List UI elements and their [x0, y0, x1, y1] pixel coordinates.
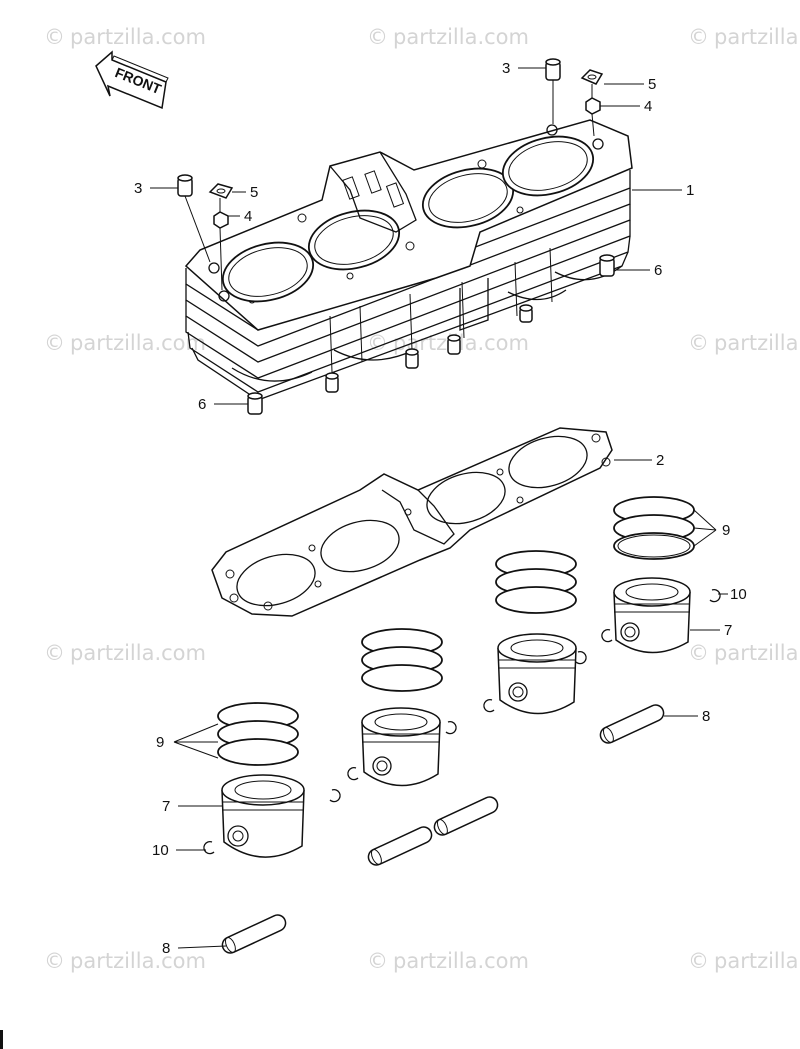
svg-text:©: ©	[367, 949, 388, 973]
front-arrow-icon: FRONT	[95, 50, 169, 110]
svg-text:partzilla.com: partzilla.com	[70, 331, 206, 355]
svg-text:partzilla.com: partzilla.com	[714, 949, 800, 973]
callout-5-top: 5	[648, 76, 656, 93]
callout-4-left: 4	[244, 208, 252, 225]
callout-8-left: 8	[162, 940, 170, 957]
dowel-pin	[325, 372, 339, 393]
piston-pin	[221, 914, 287, 954]
callout-10-left: 10	[152, 842, 169, 859]
callout-labels: 3 5 4 1 3 5 4 6 6 2 9 10 7 8 9 7 10 8	[134, 60, 747, 957]
callout-10-right: 10	[730, 586, 747, 603]
svg-text:partzilla.com: partzilla.com	[70, 641, 206, 665]
svg-text:partzilla.com: partzilla.com	[714, 641, 800, 665]
dowel-pin	[247, 392, 263, 415]
callout-9-left: 9	[156, 734, 164, 751]
callout-3-top: 3	[502, 60, 510, 77]
svg-text:©: ©	[688, 25, 709, 49]
watermark-low-right: ©partzilla.com	[688, 641, 800, 665]
dowel-pins	[247, 254, 615, 415]
watermark-top-center: ©partzilla.com	[367, 25, 529, 49]
callout-7-right: 7	[724, 622, 732, 639]
svg-text:partzilla.com: partzilla.com	[393, 949, 529, 973]
piston-pin	[433, 796, 499, 836]
cylinder-gasket	[211, 427, 613, 617]
circlips	[203, 588, 721, 855]
callout-4-top: 4	[644, 98, 652, 115]
watermark-mid-right: ©partzilla.com	[688, 331, 800, 355]
svg-text:©: ©	[688, 949, 709, 973]
callout-8-right: 8	[702, 708, 710, 725]
callout-2: 2	[656, 452, 664, 469]
dowel-pin	[447, 334, 461, 355]
svg-text:©: ©	[44, 331, 65, 355]
svg-text:©: ©	[44, 25, 65, 49]
piston-ring-set-left	[217, 702, 299, 766]
svg-text:©: ©	[688, 641, 709, 665]
svg-text:©: ©	[44, 641, 65, 665]
cooling-fins	[185, 170, 631, 401]
cylinder-block	[184, 119, 633, 401]
piston-pins	[221, 704, 665, 954]
watermark-layer: ©partzilla.com ©partzilla.com ©partzilla…	[44, 25, 800, 973]
piston-pin	[367, 826, 433, 866]
dowel-pin	[405, 348, 419, 369]
piston-ring-set-right	[613, 496, 695, 560]
callout-7-left: 7	[162, 798, 170, 815]
callout-9-right: 9	[722, 522, 730, 539]
watermark-bottom-right: ©partzilla.com	[688, 949, 800, 973]
callout-5-left: 5	[250, 184, 258, 201]
watermark-mid-left: ©partzilla.com	[44, 331, 206, 355]
svg-text:partzilla.com: partzilla.com	[714, 25, 800, 49]
svg-text:partzilla.com: partzilla.com	[70, 25, 206, 49]
watermark-low-left: ©partzilla.com	[44, 641, 206, 665]
callout-6-left: 6	[198, 396, 206, 413]
svg-text:partzilla.com: partzilla.com	[393, 25, 529, 49]
callout-1: 1	[686, 182, 694, 199]
piston-right	[613, 577, 691, 654]
piston-pin	[599, 704, 665, 744]
piston-ring-set-center-right	[495, 550, 577, 614]
svg-text:partzilla.com: partzilla.com	[70, 949, 206, 973]
leader-lines	[150, 67, 728, 949]
piston-ring-set-center-left	[361, 628, 443, 692]
piston-left	[221, 774, 305, 858]
svg-text:©: ©	[688, 331, 709, 355]
callout-3-left: 3	[134, 180, 142, 197]
dowel-pin	[599, 254, 615, 277]
piston-center-right	[497, 633, 577, 715]
piston-center-left	[361, 707, 441, 787]
callout-6-right: 6	[654, 262, 662, 279]
watermark-bottom-left: ©partzilla.com	[44, 949, 206, 973]
watermark-top-left: ©partzilla.com	[44, 25, 206, 49]
svg-text:partzilla.com: partzilla.com	[714, 331, 800, 355]
svg-text:©: ©	[44, 949, 65, 973]
svg-text:©: ©	[367, 25, 388, 49]
top-hardware-right	[545, 58, 604, 137]
watermark-bottom-center: ©partzilla.com	[367, 949, 529, 973]
edge-mark	[0, 1030, 3, 1049]
top-hardware-left	[177, 174, 234, 291]
dowel-pin	[519, 304, 533, 323]
watermark-top-right: ©partzilla.com	[688, 25, 800, 49]
